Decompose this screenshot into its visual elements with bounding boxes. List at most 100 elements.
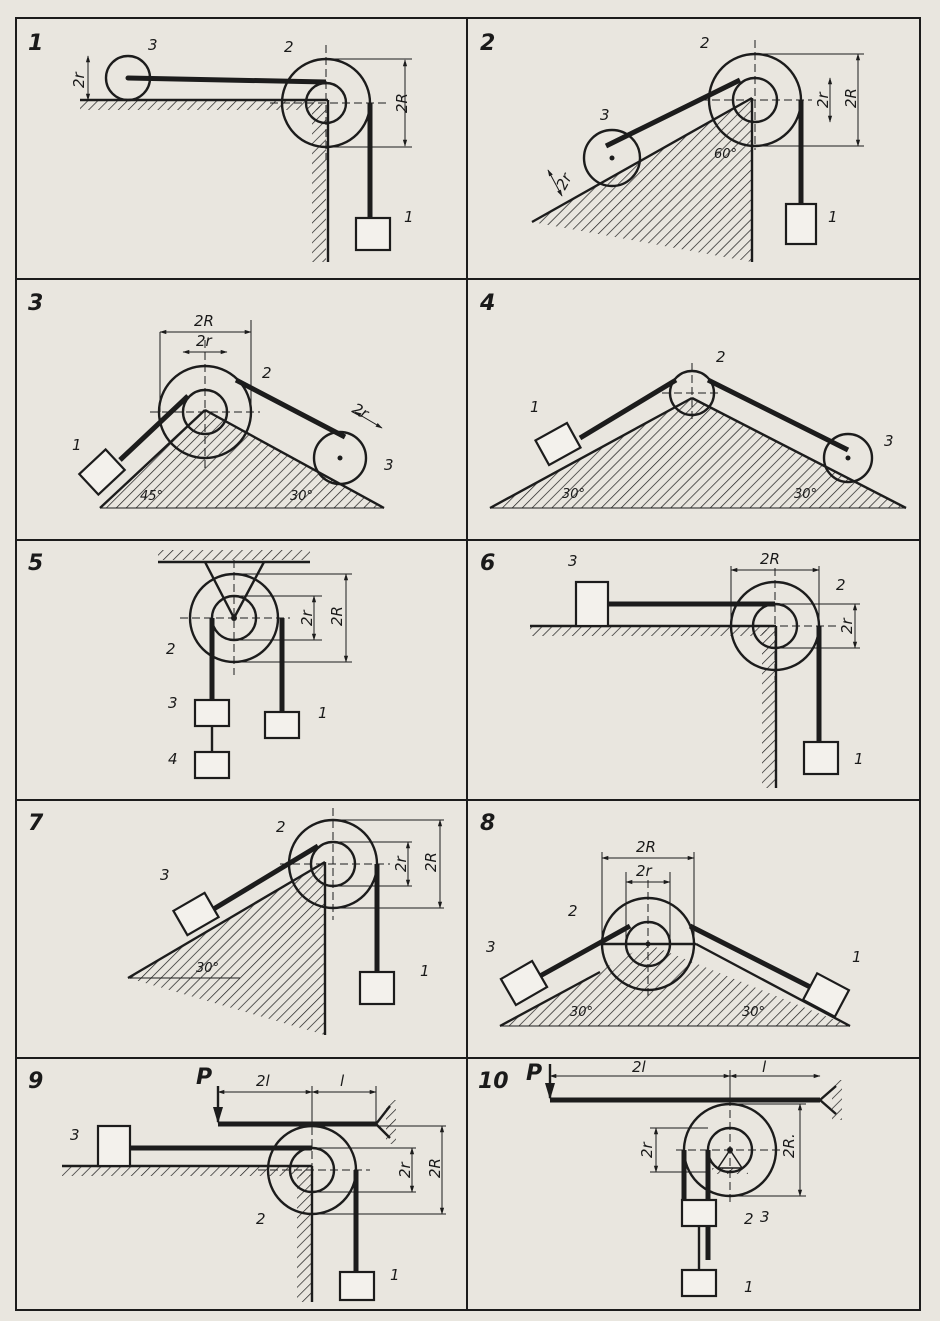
panel-9: 9 P 2l l 2r 2R 3 2 1: [28, 1065, 446, 1302]
body-3: [499, 959, 549, 1007]
label-angle: 30°: [196, 961, 219, 976]
wheel-center: [337, 455, 343, 461]
ground-hatch: [80, 100, 320, 110]
rope: [688, 923, 822, 995]
dimension-2r-wheel: [354, 411, 383, 429]
hinge-support: [832, 1080, 842, 1120]
label-2r: 2r: [814, 91, 832, 108]
incline-hatch: [532, 98, 752, 262]
label-3: 3: [384, 456, 394, 474]
label-2: 2: [276, 818, 286, 836]
body-1: [533, 421, 583, 467]
panel-number: 4: [479, 291, 495, 316]
panel-7: 7 2r 2R 30° 3 2 1: [28, 808, 444, 1035]
label-2r: 2r: [298, 609, 316, 626]
label-2: 2: [256, 1210, 266, 1228]
label-2l: 2l: [632, 1058, 647, 1076]
rope: [706, 377, 850, 453]
label-2R: 2R: [760, 550, 780, 568]
label-angle-a: 45°: [140, 489, 163, 504]
panel-number: 2: [480, 31, 495, 56]
panel-number: 9: [28, 1069, 43, 1094]
label-2r: 2r: [638, 1141, 656, 1158]
wheel-center: [609, 155, 615, 161]
incline-right: [691, 396, 907, 510]
panel-1: 1 2r 2R 3 2 1: [28, 31, 414, 262]
panel-number: 5: [28, 551, 43, 576]
label-3: 3: [760, 1208, 770, 1226]
body-2: [680, 1198, 718, 1228]
body-1: [354, 216, 392, 252]
label-2R: 2R: [194, 312, 214, 330]
ground-hatch: [530, 626, 770, 636]
label-3: 3: [70, 1126, 80, 1144]
rope: [118, 394, 190, 462]
rope: [127, 75, 327, 85]
label-1: 1: [828, 208, 838, 226]
dimension-2r-wheel: [547, 169, 563, 197]
hinge-support: [386, 1100, 396, 1144]
incline-left: [499, 970, 601, 1028]
label-3: 3: [568, 552, 578, 570]
label-2: 2: [284, 38, 294, 56]
label-1: 1: [390, 1266, 400, 1284]
panel-number: 7: [28, 811, 44, 836]
prism-hatch: [100, 410, 384, 508]
label-2: 2: [836, 576, 846, 594]
rope: [578, 377, 678, 441]
wheel-3: [582, 128, 642, 188]
label-2r: 2r: [392, 855, 410, 872]
panel-4: 4 30° 30° 1 2 3: [479, 291, 907, 510]
label-2R: 2R: [328, 606, 346, 626]
incline-right: [204, 408, 385, 510]
label-P: P: [526, 1061, 542, 1086]
body-1: [784, 202, 818, 246]
label-1: 1: [852, 948, 862, 966]
label-2r: 2r: [70, 71, 88, 88]
body-3: [96, 1124, 132, 1168]
panel-number: 8: [480, 811, 495, 836]
wheel-3: [822, 432, 874, 484]
label-2R: 2R: [426, 1158, 444, 1178]
label-angle-b: 30°: [794, 487, 817, 502]
incline-line: [531, 96, 753, 224]
panel-10: 10 P 2l l 2r 2R. 3 2 1: [478, 1058, 842, 1298]
label-2r: 2r: [838, 617, 856, 634]
wall-hatch: [297, 1170, 311, 1302]
label-l: l: [340, 1072, 345, 1090]
panel-2: 2 2r 2R 2r 60° 3 2 1: [480, 31, 864, 262]
panel-number: 10: [478, 1069, 509, 1094]
rope: [234, 377, 347, 440]
body-4: [193, 750, 231, 780]
label-angle-a: 30°: [570, 1005, 593, 1020]
label-4: 4: [168, 750, 178, 768]
panel-5: 5 2r 2R 2 3 4 1: [28, 550, 352, 780]
label-1: 1: [420, 962, 430, 980]
wall-hatch: [762, 630, 775, 788]
label-P: P: [196, 1065, 212, 1090]
ground-hatch: [62, 1166, 310, 1176]
label-2: 2: [568, 902, 578, 920]
label-1: 1: [318, 704, 328, 722]
incline-left: [489, 396, 693, 510]
label-angle-b: 30°: [742, 1005, 765, 1020]
label-2R: 2R.: [780, 1133, 798, 1158]
label-2r: 2r: [196, 332, 213, 350]
wall-hatch: [312, 104, 326, 262]
wheel-center: [845, 455, 851, 461]
label-3: 3: [160, 866, 170, 884]
body-1: [680, 1268, 718, 1298]
body-1: [358, 970, 396, 1006]
label-2: 2: [700, 34, 710, 52]
panel-8: 8 2R 2r 30° 30° 3 2 1: [480, 811, 862, 1028]
label-angle-a: 30°: [562, 487, 585, 502]
label-2: 2: [262, 364, 272, 382]
pulley-center: [645, 941, 651, 947]
label-2: 2: [716, 348, 726, 366]
body-3: [171, 891, 221, 937]
label-angle-b: 30°: [290, 489, 313, 504]
grid-frame: [15, 17, 921, 1311]
prism-hatch: [500, 944, 850, 1026]
label-2r: 2r: [636, 862, 653, 880]
